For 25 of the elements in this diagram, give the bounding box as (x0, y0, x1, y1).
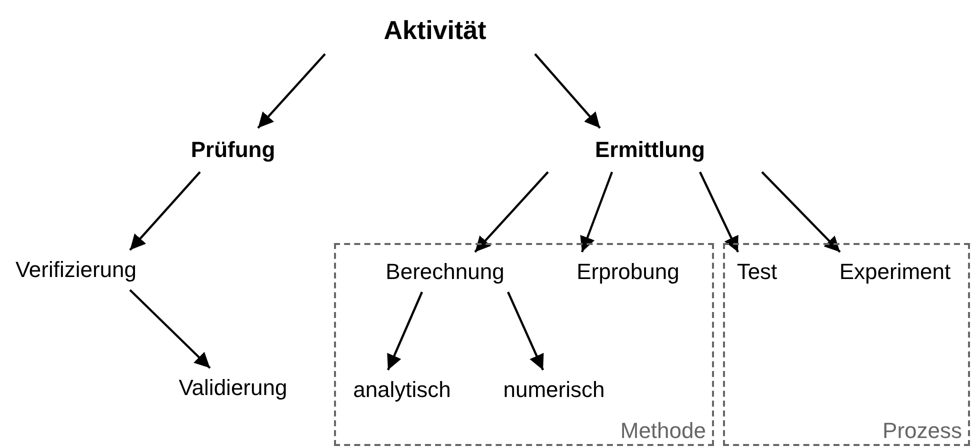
arrow (129, 171, 201, 251)
group-label: Methode (620, 418, 706, 444)
arrow (257, 53, 326, 129)
dashed-group-box (723, 243, 970, 446)
arrow (129, 289, 211, 369)
node-label: Test (736, 259, 778, 285)
group-label: Prozess (882, 418, 962, 444)
node-label: Prüfung (190, 137, 276, 163)
node-label: Ermittlung (595, 137, 705, 163)
node-label: Erprobung (576, 259, 680, 285)
arrow (580, 172, 614, 252)
dashed-group-box (334, 243, 714, 446)
node-label: analytisch (353, 377, 451, 403)
node-label: Aktivität (384, 14, 486, 46)
node-label: numerisch (503, 377, 605, 403)
node-label: Verifizierung (15, 257, 137, 283)
arrow (699, 172, 739, 252)
node-label: Experiment (839, 259, 951, 285)
arrow (387, 292, 423, 370)
arrow (474, 171, 549, 253)
arrow (534, 53, 601, 129)
arrow (761, 171, 841, 253)
node-label: Validierung (178, 375, 288, 401)
node-label: Berechnung (386, 259, 504, 285)
arrow (507, 292, 544, 370)
